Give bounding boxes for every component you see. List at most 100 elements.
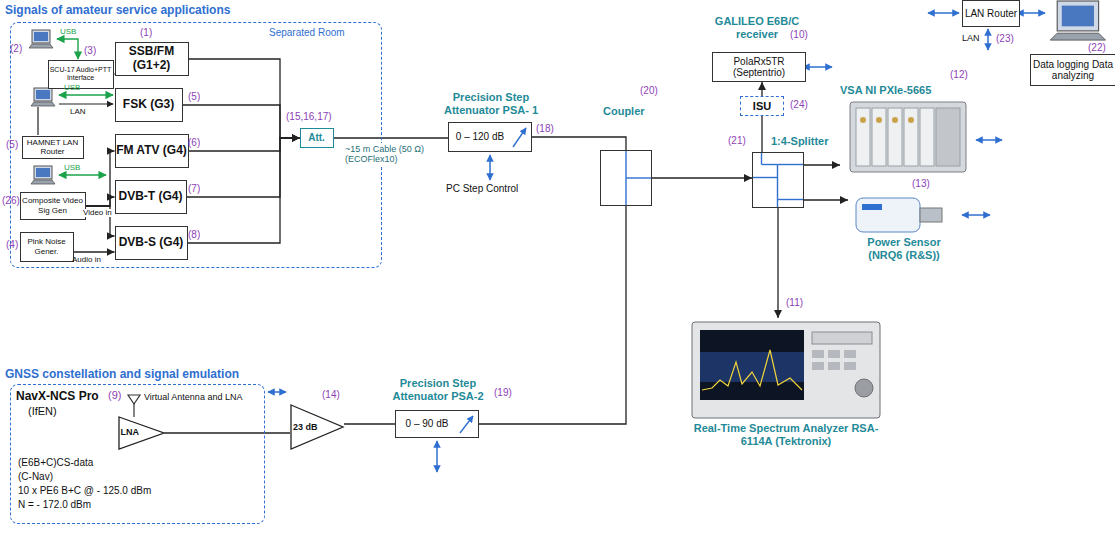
heading-text: Coupler [603,105,645,118]
box-text: Composite Video Sig Gen [21,196,85,214]
signal-line [777,208,778,318]
signal-line [334,137,449,138]
step-attenuator: Precision Step Attenuator PSA-20 – 90 dB [395,410,479,438]
interface-box: SCU-17 Audio+PTT Interface [48,60,114,89]
control-arrow [976,139,1002,141]
box-text: Data logging Data analyzing [1031,59,1115,82]
step-attenuator: Precision Step Attenuator PSA- 10 – 120 … [448,122,532,152]
signal-line [187,138,300,197]
analyzer-trace [702,350,802,390]
control-arrow [962,214,990,216]
vsa-module [856,108,870,166]
laptop-icon [1050,1,1105,40]
box-text: Pink Noise Gener. [21,237,73,255]
analyzer-chassis [692,322,880,418]
box-text: PolaRx5TR (Septentrio) [713,56,805,79]
annotation-text: Audio in [72,256,101,264]
annotation-text: USB [64,164,80,172]
control-arrow [987,29,989,50]
callout-number: (23) [996,34,1014,44]
signal-line [189,59,300,138]
annotation-text: Virtual Antenna and LNA [144,393,242,402]
lan-wire [37,107,38,135]
callout-number: (10) [790,30,808,40]
router-box: HAMNET LAN Router [22,136,84,159]
callout-number: (9) [108,390,121,401]
callout-number: (20) [640,86,658,96]
box-text: 23 dB [293,422,318,432]
heading-text: Power Sensor (NRQ6 (R&S)) [858,236,950,261]
callout-number: (1) [140,28,152,38]
analyzer-key [812,350,824,358]
splitter-path [778,164,804,165]
receiver-box: GALILEO E6B/C receiverPolaRx5TR (Septent… [712,52,806,82]
vsa-connector [860,117,866,123]
signal-line [761,116,762,152]
control-arrow [268,391,286,393]
box-text: DVB-S (G4) [119,236,184,250]
box-text: DVB-T (G4) [119,190,183,204]
analyzer-screen [700,330,804,400]
transmitter-box: DVB-S (G4) [115,226,188,260]
heading-text: 1:4-Splitter [771,135,828,148]
callout-number: (21) [728,136,746,146]
vsa-chassis [850,102,966,172]
heading-text: Precision Step Attenuator PSA-2 [383,377,493,402]
callout-number: (8) [188,230,200,240]
callout-number: (7) [188,184,200,194]
variable-arrow [460,416,473,433]
annotation-text: (E6B+C)CS-data [18,458,93,468]
control-arrow [436,441,438,472]
signal-line [652,177,752,178]
callout-number: (15,16,17) [286,112,332,122]
vsa-module [888,108,902,166]
signal-line [804,164,840,165]
laptop-keyboard [31,180,55,184]
signal-line [189,138,300,151]
laptop-display [36,90,50,99]
signal-line [74,251,115,252]
inner-symbol [753,153,803,207]
usb-wire [59,174,106,175]
callout-number: (24) [790,100,808,110]
laptop-screen [34,166,52,179]
splitter-path [753,177,778,178]
annotation-text: 10 x PE6 B+C @ - 125.0 dBm [18,486,151,496]
lna-triangle: LNA [118,416,165,450]
usb-wire [59,94,113,95]
box-text: SCU-17 Audio+PTT Interface [49,66,113,82]
laptop-display [34,32,48,41]
antenna-feed [133,404,134,417]
splitter-path [761,153,762,165]
vsa-connector [876,117,882,123]
callout-number: (3) [84,46,96,56]
box-text: HAMNET LAN Router [23,138,83,156]
laptop-keyboard [1050,33,1105,40]
callout-number: (19) [494,388,512,398]
lan-wire [59,103,113,104]
analyzer-panel [812,332,872,344]
box-text: FM ATV (G4) [116,144,187,158]
annotation-text: USB [60,28,76,36]
heading-text: Real-Time Spectrum Analyzer RSA-6114A (T… [693,422,879,447]
isu-box: ISU [740,96,784,116]
generator-box: Pink Noise Gener. [20,232,74,262]
box-text: 0 – 90 dB [406,418,449,430]
signal-line [532,137,626,150]
signal-line [479,206,626,424]
callout-number: (2) [10,44,22,54]
vsa-connector [908,117,914,123]
splitter-path [778,199,804,200]
variable-arrow [513,128,526,147]
signal-line [344,423,395,424]
attenuator-box: Att. [300,128,334,148]
box-text: FSK (G3) [123,98,174,112]
router-box: LAN Router [962,0,1020,27]
analyzer-key [844,362,856,370]
box-text: 0 – 120 dB [456,131,504,143]
analyzer-key [812,362,824,370]
callout-number: (12) [950,70,968,80]
callout-number: (5) [188,92,200,102]
